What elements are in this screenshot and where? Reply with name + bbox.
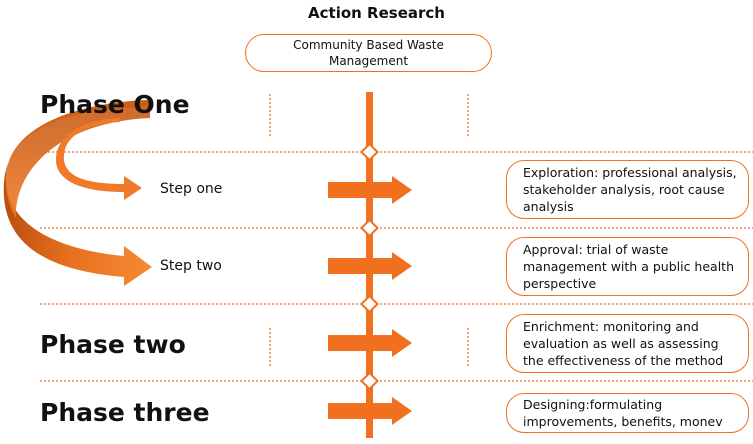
- enrichment-box: Enrichment: monitoring and evaluation as…: [506, 314, 749, 373]
- curved-arrow-step-two: [3, 100, 153, 286]
- diagram-title: Action Research: [308, 4, 445, 22]
- approval-box: Approval: trial of waste management with…: [506, 237, 749, 296]
- vertical-guides: [269, 94, 469, 368]
- designing-box: Designing:formulating improvements, bene…: [506, 393, 749, 433]
- timeline-diamonds: [360, 142, 379, 391]
- topic-text: Community Based Waste Management: [293, 38, 444, 68]
- step-one-label: Step one: [160, 181, 223, 197]
- separator-lines: [40, 151, 753, 382]
- step-two-label: Step two: [160, 258, 222, 274]
- approval-text: Approval: trial of waste management with…: [523, 242, 734, 291]
- block-arrows: [328, 176, 412, 425]
- topic-box: Community Based Waste Management: [245, 34, 492, 72]
- phase-one-label: Phase One: [40, 90, 190, 119]
- enrichment-text: Enrichment: monitoring and evaluation as…: [523, 319, 724, 368]
- phase-three-label: Phase three: [40, 398, 210, 427]
- exploration-box: Exploration: professional analysis, stak…: [506, 160, 749, 219]
- phase-two-label: Phase two: [40, 330, 186, 359]
- designing-text: Designing:formulating improvements, bene…: [523, 397, 723, 429]
- exploration-text: Exploration: professional analysis, stak…: [523, 165, 737, 214]
- curved-arrow-step-one: [56, 118, 142, 200]
